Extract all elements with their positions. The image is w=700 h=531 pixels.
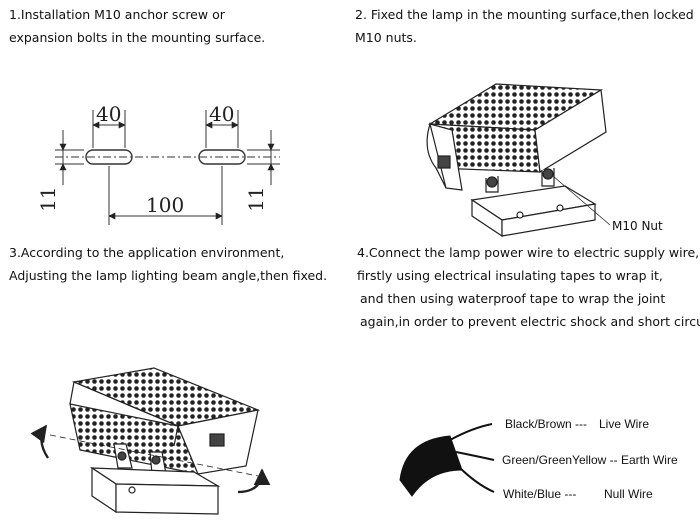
dim-11-right: 11	[244, 187, 268, 212]
step4-line2: firstly using electrical insulating tape…	[357, 268, 663, 283]
step3-text: 3.According to the application environme…	[9, 241, 327, 287]
wire-black-brown: Black/Brown ---	[505, 417, 587, 431]
right-slot	[198, 149, 246, 165]
step1-text: 1.Installation M10 anchor screw or expan…	[9, 3, 265, 49]
step3-line1: 3.According to the application environme…	[9, 245, 285, 260]
step4-text: 4.Connect the lamp power wire to electri…	[357, 241, 700, 333]
m10-nut-label: M10 Nut	[612, 219, 663, 233]
step3-line2: Adjusting the lamp lighting beam angle,t…	[9, 268, 328, 283]
dim-40-left: 40	[96, 102, 121, 126]
lamp-mounted-drawing	[426, 83, 611, 238]
wire-null-label: Null Wire	[604, 487, 653, 501]
wire-live-label: Live Wire	[599, 417, 649, 431]
step2-line2: M10 nuts.	[355, 30, 417, 45]
dim-40-right: 40	[209, 102, 234, 126]
step4-line3: and then using waterproof tape to wrap t…	[360, 291, 666, 306]
left-slot	[85, 149, 133, 165]
step1-line1: 1.Installation M10 anchor screw or	[9, 7, 225, 22]
dim-100: 100	[146, 193, 184, 217]
wiring-drawing	[399, 423, 495, 497]
step4-line4: again,in order to prevent electric shock…	[360, 314, 700, 329]
step2-text: 2. Fixed the lamp in the mounting surfac…	[355, 3, 694, 49]
wire-white-blue: White/Blue ---	[503, 487, 576, 501]
lamp-adjust-drawing	[30, 367, 271, 515]
wire-green-earth: Green/GreenYellow -- Earth Wire	[502, 453, 678, 467]
step1-line2: expansion bolts in the mounting surface.	[9, 30, 266, 45]
wiring-labels: Black/Brown --- Live Wire Green/GreenYel…	[502, 417, 678, 501]
step2-line1: 2. Fixed the lamp in the mounting surfac…	[355, 7, 694, 22]
dim-11-left: 11	[36, 187, 60, 212]
step4-line1: 4.Connect the lamp power wire to electri…	[357, 245, 700, 260]
slot-dimension-drawing	[55, 110, 280, 225]
